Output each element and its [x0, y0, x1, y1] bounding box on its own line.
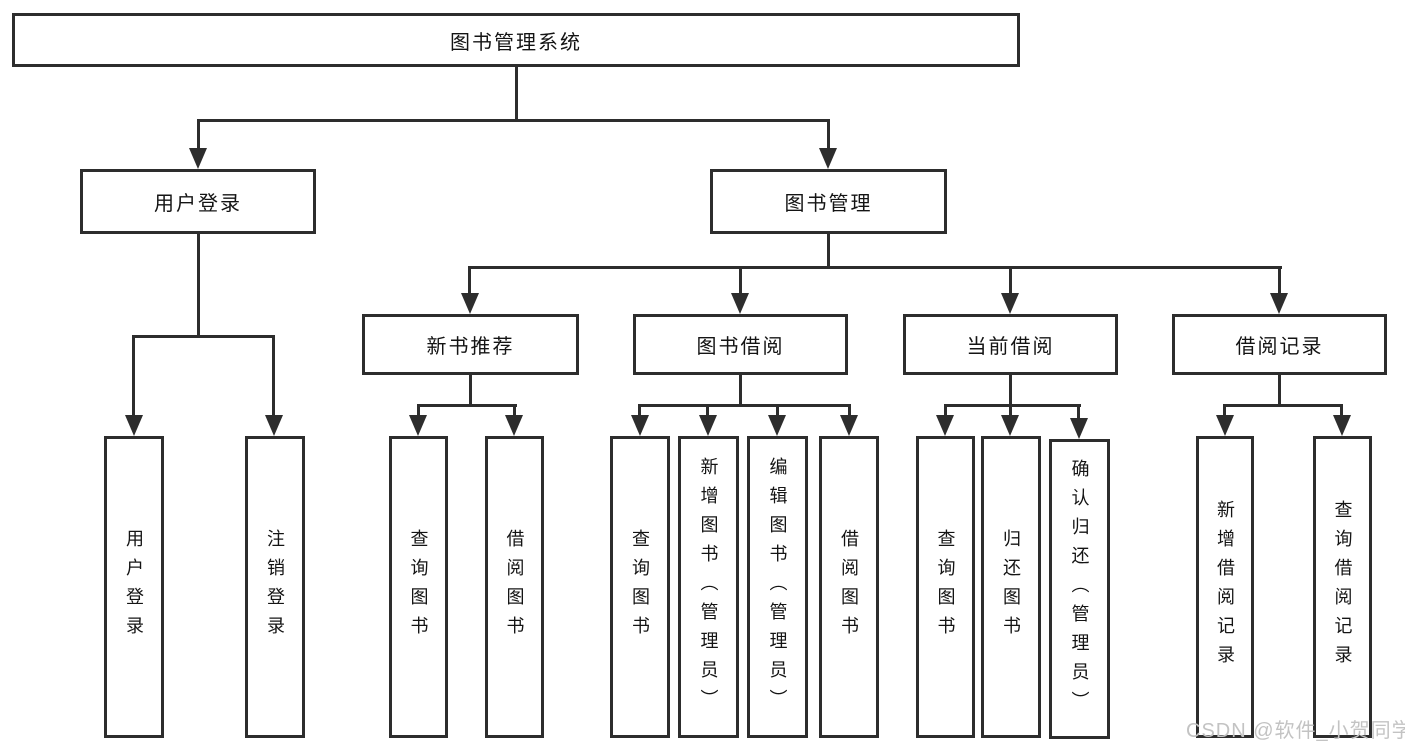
leaf-label: 查询借阅记录 — [1332, 500, 1353, 674]
node-user-login: 用户登录 — [80, 169, 316, 234]
connector-drop-book-borrow — [739, 266, 742, 296]
arrow-down-icon — [936, 415, 954, 436]
connector-drop — [513, 404, 516, 418]
connector-root-stem — [515, 66, 518, 121]
connector-drop-leaf-logout — [272, 335, 275, 417]
node-book-management: 图书管理 — [710, 169, 947, 234]
connector-drop-user-login — [197, 119, 200, 152]
leaf-edit-book-admin: 编辑图书（管理员） — [747, 436, 808, 738]
arrow-down-icon — [189, 148, 207, 169]
leaf-add-book-admin: 新增图书（管理员） — [678, 436, 739, 738]
leaf-return-books: 归还图书 — [981, 436, 1041, 738]
arrow-down-icon — [768, 415, 786, 436]
leaf-query-books-recommend: 查询图书 — [389, 436, 448, 738]
leaf-query-borrow-record: 查询借阅记录 — [1313, 436, 1372, 738]
connector-drop — [1340, 404, 1343, 418]
leaf-label: 查询图书 — [408, 529, 429, 645]
connector-book-borrow-branch — [638, 404, 851, 407]
connector-user-login-branch — [132, 335, 275, 338]
connector-drop — [1009, 404, 1012, 418]
leaf-label: 用户登录 — [124, 529, 144, 645]
leaf-label: 查询图书 — [935, 529, 956, 645]
arrow-down-icon — [1001, 293, 1019, 314]
connector-root-branch — [197, 119, 830, 122]
connector-drop — [1077, 404, 1080, 421]
connector-current-borrow-stem — [1009, 374, 1012, 407]
leaf-label: 归还图书 — [1001, 529, 1021, 645]
node-book-borrow: 图书借阅 — [633, 314, 848, 375]
connector-user-login-stem — [197, 233, 200, 337]
arrow-down-icon — [409, 415, 427, 436]
arrow-down-icon — [125, 415, 143, 436]
connector-drop — [776, 404, 779, 418]
connector-book-mgmt-branch — [468, 266, 1282, 269]
arrow-down-icon — [1001, 415, 1019, 436]
leaf-label: 注销登录 — [265, 529, 285, 645]
connector-drop — [706, 404, 709, 418]
arrow-down-icon — [699, 415, 717, 436]
leaf-borrow-books-recommend: 借阅图书 — [485, 436, 544, 738]
connector-new-book-branch — [417, 404, 517, 407]
arrow-down-icon — [731, 293, 749, 314]
node-current-borrow: 当前借阅 — [903, 314, 1118, 375]
connector-drop-book-mgmt — [827, 119, 830, 152]
arrow-down-icon — [1216, 415, 1234, 436]
node-new-book-recommend: 新书推荐 — [362, 314, 579, 375]
node-borrow-records: 借阅记录 — [1172, 314, 1387, 375]
connector-borrow-records-branch — [1223, 404, 1343, 407]
leaf-label: 查询图书 — [630, 529, 650, 645]
arrow-down-icon — [461, 293, 479, 314]
connector-drop — [848, 404, 851, 418]
connector-drop-leaf-login — [132, 335, 135, 417]
arrow-down-icon — [1333, 415, 1351, 436]
arrow-down-icon — [1070, 418, 1088, 439]
connector-current-borrow-branch — [944, 404, 1081, 407]
leaf-confirm-return-admin: 确认归还（管理员） — [1049, 439, 1110, 739]
leaf-user-login: 用户登录 — [104, 436, 164, 738]
leaf-query-books-borrow: 查询图书 — [610, 436, 670, 738]
arrow-down-icon — [840, 415, 858, 436]
leaf-add-borrow-record: 新增借阅记录 — [1196, 436, 1254, 738]
leaf-label: 借阅图书 — [504, 529, 525, 645]
connector-book-mgmt-stem — [827, 233, 830, 268]
leaf-label: 借阅图书 — [839, 529, 859, 645]
arrow-down-icon — [631, 415, 649, 436]
leaf-label: 确认归还（管理员） — [1069, 458, 1090, 720]
connector-drop — [417, 404, 420, 418]
connector-borrow-records-stem — [1278, 374, 1281, 407]
arrow-down-icon — [1270, 293, 1288, 314]
leaf-label: 编辑图书（管理员） — [767, 456, 788, 718]
node-library-system: 图书管理系统 — [12, 13, 1020, 67]
connector-drop-borrow-records — [1278, 266, 1281, 296]
connector-drop — [1223, 404, 1226, 418]
connector-book-borrow-stem — [739, 374, 742, 407]
leaf-logout: 注销登录 — [245, 436, 305, 738]
leaf-label: 新增图书（管理员） — [698, 456, 719, 718]
leaf-borrow-books: 借阅图书 — [819, 436, 879, 738]
connector-drop-current-borrow — [1009, 266, 1012, 296]
leaf-label: 新增借阅记录 — [1215, 500, 1235, 674]
leaf-query-books-current: 查询图书 — [916, 436, 975, 738]
arrow-down-icon — [265, 415, 283, 436]
connector-drop — [944, 404, 947, 418]
watermark: CSDN @软件_小贺同学 — [1186, 720, 1405, 742]
arrow-down-icon — [505, 415, 523, 436]
connector-new-book-stem — [469, 374, 472, 407]
connector-drop-new-book — [468, 266, 471, 296]
arrow-down-icon — [819, 148, 837, 169]
connector-drop — [638, 404, 641, 418]
